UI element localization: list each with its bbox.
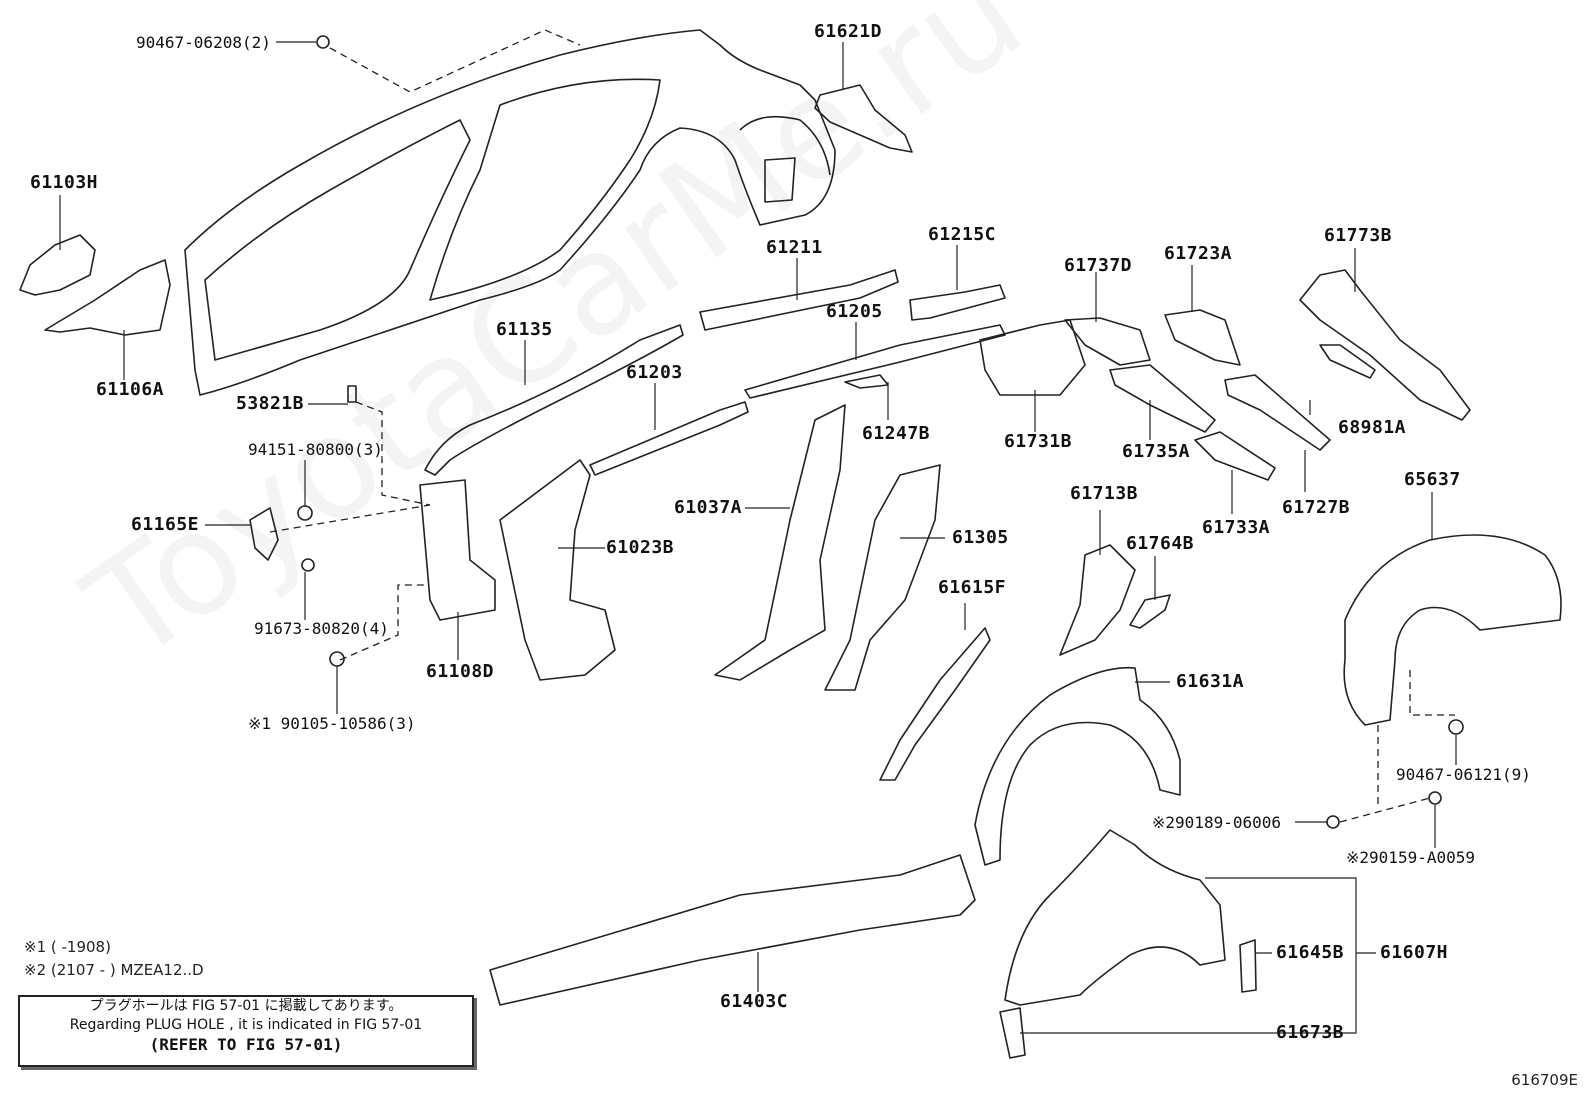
label-61403c: 61403C (720, 991, 789, 1012)
part-61211 (699, 269, 899, 331)
plug-hole-notice: プラグホールは FIG 57-01 に掲載してあります。 Regarding P… (18, 995, 474, 1067)
clip-53821b (347, 385, 357, 403)
dash-61165e-b (339, 584, 425, 661)
part-68981a (1319, 344, 1376, 379)
part-61773b (1299, 269, 1471, 421)
nut-94151-80800 (297, 505, 313, 521)
label-61103h: 61103H (30, 172, 99, 193)
label-61737d: 61737D (1064, 255, 1133, 276)
label-61733a: 61733A (1202, 517, 1271, 538)
label-61106a: 61106A (96, 379, 165, 400)
label-90467-06208: 90467-06208(2) (136, 33, 271, 52)
label-61037a: 61037A (674, 497, 743, 518)
part-61037a (714, 404, 846, 681)
bolt-90467-06208 (316, 35, 330, 49)
part-61203 (589, 401, 749, 476)
note-1: ※1 ( -1908) (24, 938, 111, 956)
part-61621d (814, 84, 913, 153)
part-61215c (909, 284, 1006, 321)
part-61764b (1129, 594, 1171, 629)
label-61607h: 61607H (1380, 942, 1449, 963)
bolt-91673-80820 (301, 558, 315, 572)
part-61731b (979, 319, 1086, 396)
dash-61165e-a (269, 504, 431, 533)
notice-line-en: Regarding PLUG HOLE , it is indicated in… (69, 1017, 423, 1033)
dash-53821b (355, 401, 431, 506)
label-61215c: 61215C (928, 224, 997, 245)
label-90467-06121: 90467-06121(9) (1396, 765, 1531, 784)
notice-line-jp: プラグホールは FIG 57-01 に掲載してあります。 (89, 998, 403, 1014)
label-61247b: 61247B (862, 423, 931, 444)
label-290189-06006: ※290189-06006 (1152, 813, 1281, 832)
part-61106a (44, 259, 171, 336)
label-61731b: 61731B (1004, 431, 1073, 452)
part-61615f (879, 627, 991, 781)
part-61023b (499, 459, 616, 681)
dash-90467-06121 (1409, 670, 1455, 716)
part-61723a (1164, 309, 1241, 366)
label-61727b: 61727B (1282, 497, 1351, 518)
quarter-window (764, 157, 796, 203)
clip-290189-06006 (1326, 815, 1340, 829)
bracket-61165e (249, 507, 279, 561)
label-61615f: 61615F (938, 577, 1007, 598)
label-61203: 61203 (626, 362, 683, 383)
part-61733a (1194, 431, 1276, 481)
part-65637 (1343, 534, 1562, 726)
part-61205 (744, 324, 1006, 399)
label-53821b: 53821B (236, 393, 305, 414)
bolt-290159-A0059 (1428, 791, 1442, 805)
label-61205: 61205 (826, 301, 883, 322)
label-68981a: 68981A (1338, 417, 1407, 438)
label-91673-80820: 91673-80820(4) (254, 619, 389, 638)
part-61305 (824, 464, 941, 691)
part-61645b (1239, 939, 1257, 993)
door-opening-front (204, 119, 471, 361)
rear-wheel-arch-outline (739, 115, 831, 176)
label-90105-10586: ※1 90105-10586(3) (248, 714, 416, 733)
label-65637: 65637 (1404, 469, 1461, 490)
label-61723a: 61723A (1164, 243, 1233, 264)
label-61735a: 61735A (1122, 441, 1191, 462)
part-61735a (1109, 364, 1216, 433)
label-61135: 61135 (496, 319, 553, 340)
part-61103h (19, 234, 96, 296)
label-61631a: 61631A (1176, 671, 1245, 692)
label-61108d: 61108D (426, 661, 495, 682)
part-61108d (419, 479, 496, 621)
label-61211: 61211 (766, 237, 823, 258)
nut-90467-06121 (1448, 719, 1464, 735)
figure-id: 616709E (1511, 1071, 1578, 1089)
part-61403c (489, 854, 976, 1006)
label-61621d: 61621D (814, 21, 883, 42)
label-94151-80800: 94151-80800(3) (248, 440, 383, 459)
label-61165e: 61165E (131, 514, 200, 535)
part-61713b (1059, 544, 1136, 656)
part-61727b (1224, 374, 1331, 451)
dash-clip-b (1339, 797, 1431, 823)
note-2: ※2 (2107 - ) MZEA12..D (24, 961, 204, 979)
body-side-outer-panel (184, 29, 836, 396)
part-61631a (974, 666, 1181, 866)
dash-90467-06208 (329, 29, 581, 93)
label-61645b: 61645B (1276, 942, 1345, 963)
part-61135 (424, 324, 684, 476)
label-61673b: 61673B (1276, 1022, 1345, 1043)
label-61023b: 61023B (606, 537, 675, 558)
label-290159-a0059: ※290159-A0059 (1346, 848, 1475, 867)
notice-line-ref: (REFER TO FIG 57-01) (149, 1035, 343, 1054)
door-opening-rear (429, 78, 661, 301)
part-61737d (1064, 317, 1151, 366)
label-61305: 61305 (952, 527, 1009, 548)
label-61713b: 61713B (1070, 483, 1139, 504)
label-61773b: 61773B (1324, 225, 1393, 246)
part-61247b (844, 374, 889, 389)
label-61764b: 61764B (1126, 533, 1195, 554)
part-61607h (1004, 829, 1226, 1006)
part-61673b (999, 1007, 1026, 1059)
